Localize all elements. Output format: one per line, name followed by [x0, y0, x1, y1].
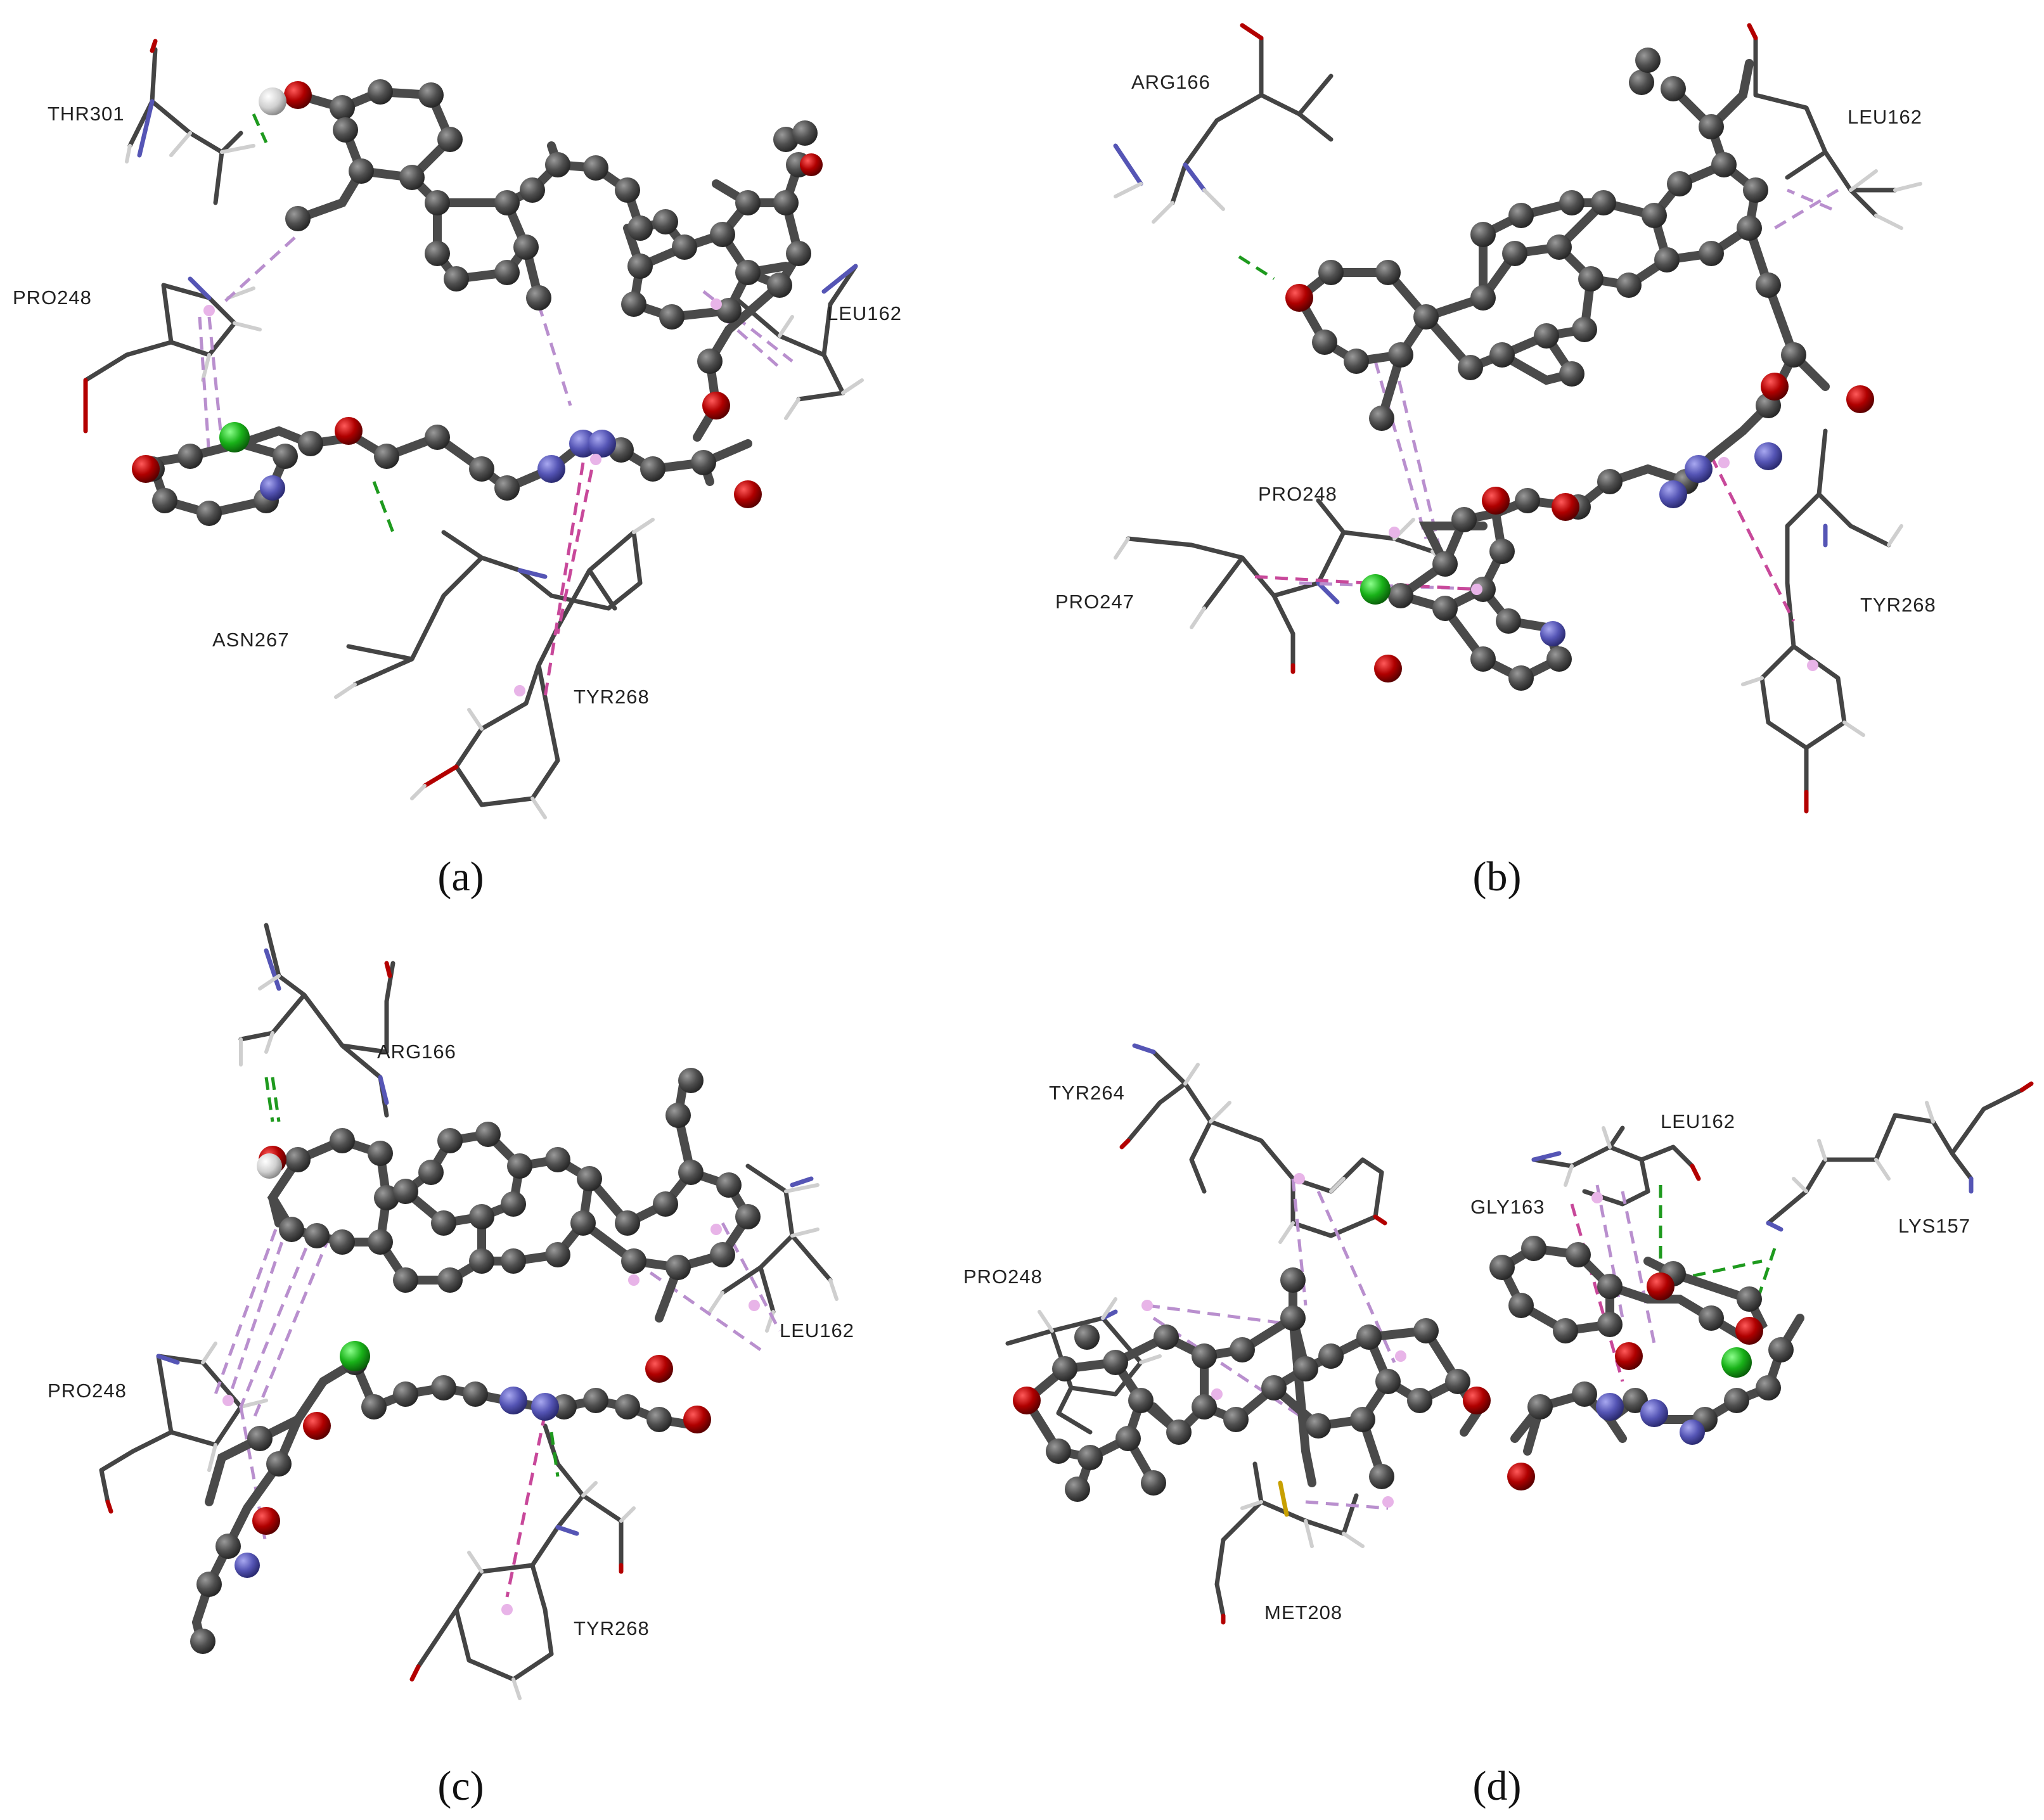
residue-label: LEU162: [827, 302, 902, 324]
residue-sticks: [1005, 1043, 2034, 1625]
residue-label: MET208: [1264, 1601, 1342, 1624]
interaction-lines: [198, 113, 794, 698]
residue-label: TYR268: [574, 686, 650, 708]
residue-label: GLY163: [1470, 1196, 1545, 1218]
panel-caption: (c): [437, 1763, 484, 1809]
residue-labels: TYR264 LEU162 GLY163 LYS157 PRO248 MET20…: [963, 1082, 1970, 1624]
residue-label: LEU162: [780, 1319, 854, 1342]
panel-caption: (a): [437, 854, 484, 900]
residue-label: PRO248: [963, 1266, 1043, 1288]
residue-label: ASN267: [212, 629, 289, 651]
residue-label: PRO247: [1055, 591, 1134, 613]
ligand-atoms: [1013, 1173, 1794, 1508]
residue-label: TYR268: [574, 1617, 650, 1639]
panel-b: ARG166 LEU162 PRO248 PRO247 TYR268 (b): [1055, 23, 1936, 900]
panel-caption: (b): [1473, 854, 1522, 900]
residue-label: PRO248: [13, 286, 92, 309]
interaction-lines: [1238, 188, 1839, 622]
residue-label: TYR264: [1049, 1082, 1125, 1104]
ligand-atoms: [132, 79, 823, 696]
residue-sticks: [83, 39, 864, 819]
ligand-atoms: [190, 1068, 761, 1654]
panel-c: ARG166 LEU162 PRO248 TYR268 (c): [48, 923, 854, 1809]
interaction-lines: [214, 1077, 781, 1598]
residue-label: THR301: [48, 103, 124, 125]
residue-label: LYS157: [1898, 1215, 1970, 1237]
residue-sticks: [1113, 23, 1922, 814]
ligand-bonds: [1022, 1243, 1804, 1500]
residue-label: PRO248: [48, 1380, 127, 1402]
residue-label: ARG166: [377, 1041, 456, 1063]
residue-label: PRO248: [1258, 483, 1337, 505]
residue-sticks: [99, 923, 839, 1700]
residue-label: LEU162: [1661, 1110, 1735, 1132]
residue-labels: ARG166 LEU162 PRO248 PRO247 TYR268: [1055, 71, 1936, 616]
residue-label: LEU162: [1848, 106, 1922, 128]
residue-labels: THR301 PRO248 LEU162 ASN267 TYR268: [13, 103, 902, 708]
residue-labels: ARG166 LEU162 PRO248 TYR268: [48, 1041, 854, 1639]
ligand-atoms: [1285, 48, 1874, 691]
panel-d: TYR264 LEU162 GLY163 LYS157 PRO248 MET20…: [963, 1043, 2034, 1809]
residue-label: TYR268: [1860, 594, 1936, 616]
panel-a: THR301 PRO248 LEU162 ASN267 TYR268 (a): [13, 39, 902, 900]
panel-caption: (d): [1473, 1763, 1522, 1809]
residue-label: ARG166: [1131, 71, 1211, 93]
interaction-lines: [1147, 1178, 1777, 1510]
